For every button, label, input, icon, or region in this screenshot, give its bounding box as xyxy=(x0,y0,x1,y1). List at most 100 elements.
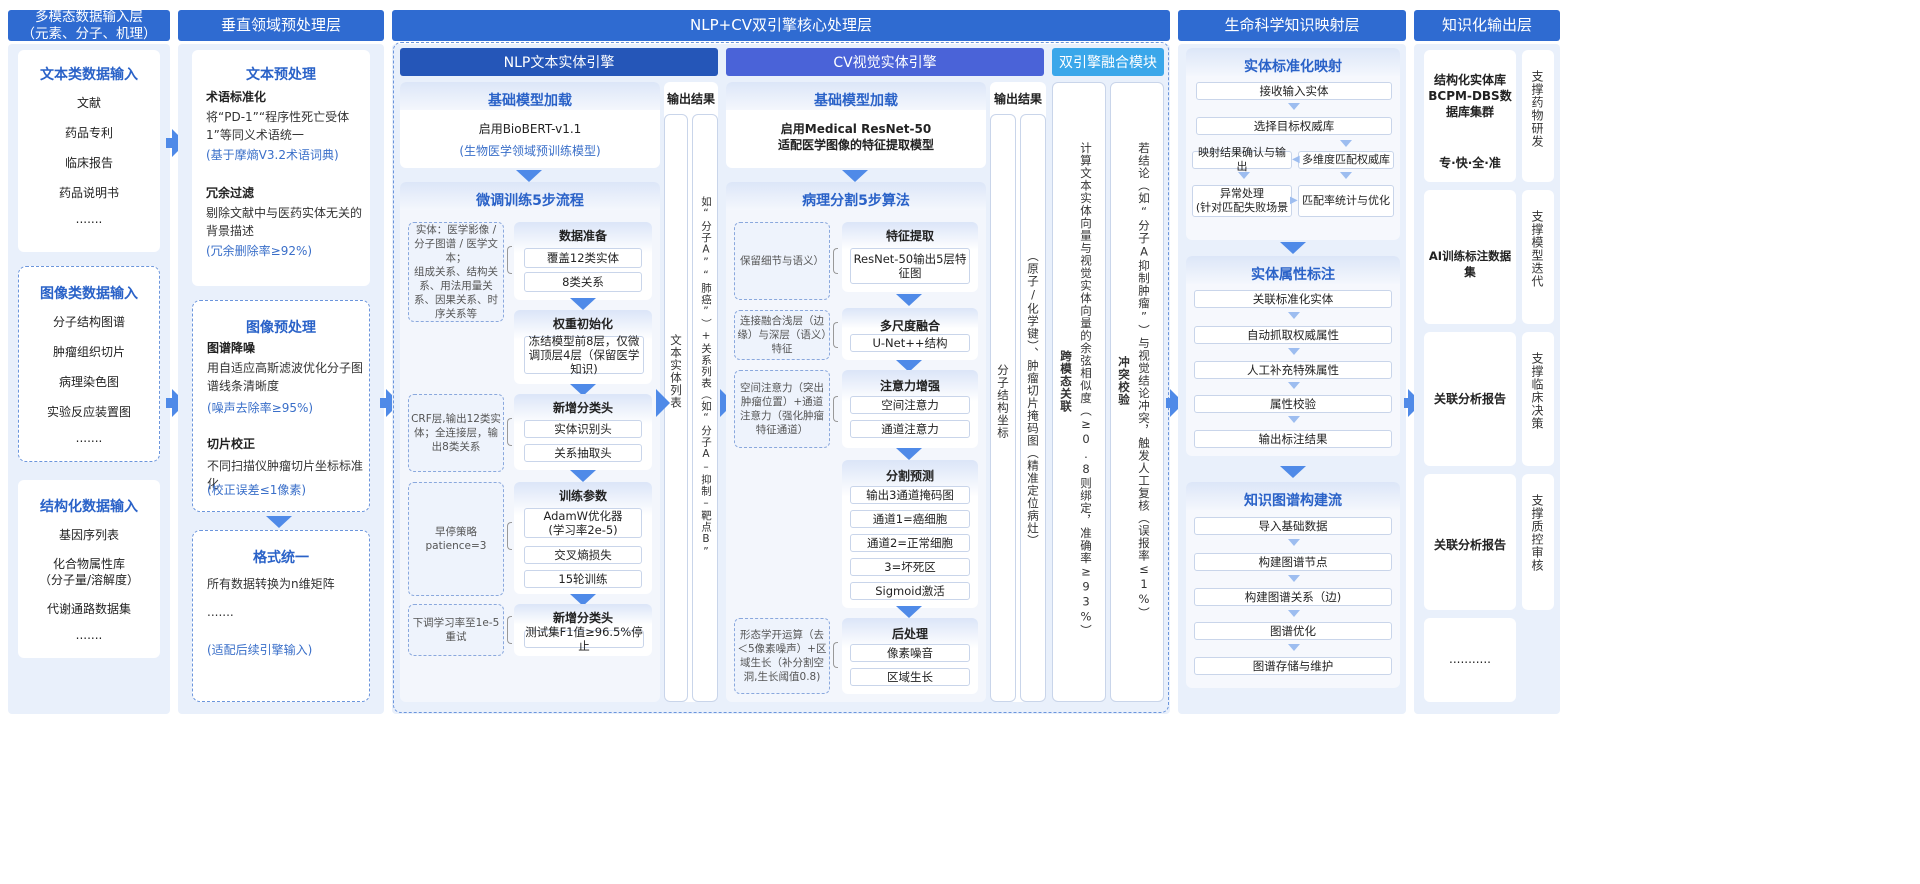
nlp-engine-header: NLP文本实体引擎 xyxy=(400,48,718,76)
step-title: 术语标准化 xyxy=(206,90,267,104)
kg-build-title: 知识图谱构建流 xyxy=(1244,493,1342,509)
step-desc: 用自适应高斯滤波优化分子图谱线条清晰度 xyxy=(207,361,364,393)
output-support-card xyxy=(1522,50,1554,182)
step-title: 后处理 xyxy=(891,627,928,641)
arrow-left-icon: ◀ xyxy=(1292,154,1300,165)
text-input-title: 文本类数据输入 xyxy=(40,67,138,83)
flow-node: 构建图谱节点 xyxy=(1194,553,1392,571)
step-title: 新增分类头 xyxy=(552,401,613,415)
arrow-down-icon xyxy=(1340,140,1352,147)
cv-base-model-desc: 适配医学图像的特征提取模型 xyxy=(777,138,934,152)
step-title: 分割预测 xyxy=(885,469,934,483)
output-support-card xyxy=(1522,474,1554,610)
flow-node: 输出标注结果 xyxy=(1194,430,1392,448)
nlp-annotation: 下调学习率至1e-5重试 xyxy=(408,604,504,656)
step-item: 交叉熵损失 xyxy=(524,546,642,564)
step-item: 实体识别头 xyxy=(524,420,642,438)
cv-annotation: 空间注意力（突出肿瘤位置）+通道注意力（强化肿瘤特征通道） xyxy=(734,370,830,448)
nlp-finetune-title: 微调训练5步流程 xyxy=(476,193,584,209)
arrow-down-icon xyxy=(1238,172,1250,179)
input-item: 临床报告 xyxy=(64,156,113,170)
nlp-annotation: CRF层,输出12类实体；全连接层，输出8类关系 xyxy=(408,394,504,472)
step-desc: ....... xyxy=(207,605,234,619)
step-note: (适配后续引擎输入) xyxy=(207,643,313,657)
input-item: 化合物属性库 （分子量/溶解度） xyxy=(38,557,140,587)
arrow-down-icon xyxy=(1288,610,1300,617)
input-item: 分子结构图谱 xyxy=(52,315,125,329)
image-preprocess-title: 图像预处理 xyxy=(246,320,316,336)
step-item: 通道2=正常细胞 xyxy=(850,534,970,552)
nlp-base-model-desc: (生物医学领域预训练模型) xyxy=(459,144,601,158)
image-input-card: 图像类数据输入 分子结构图谱 肿瘤组织切片 病理染色图 实验反应装置图 ....… xyxy=(18,266,160,462)
input-item: 药品说明书 xyxy=(58,186,119,200)
arrow-down-icon xyxy=(1288,103,1300,110)
arrow-down-icon xyxy=(570,470,596,482)
fusion-conflict-card xyxy=(1110,82,1164,702)
step-title: 注意力增强 xyxy=(879,379,940,393)
step-title: 多尺度融合 xyxy=(879,319,940,333)
arrow-right-icon xyxy=(1166,398,1172,408)
text-preprocess-title: 文本预处理 xyxy=(246,67,316,83)
arrow-down-icon xyxy=(570,298,596,310)
step-item: AdamW优化器 (学习率2e-5) xyxy=(524,508,642,538)
format-unify-title: 格式统一 xyxy=(253,550,309,566)
struct-input-card: 结构化数据输入 基因序列表 化合物属性库 （分子量/溶解度） 代谢通路数据集 .… xyxy=(18,480,160,658)
cv-output-box xyxy=(1020,114,1046,702)
nlp-base-model-card: 基础模型加载 启用BioBERT-v1.1 (生物医学领域预训练模型) xyxy=(400,82,660,168)
step-title: 图谱降噪 xyxy=(207,341,256,355)
core-layer-border xyxy=(393,42,1169,713)
step-title: 数据准备 xyxy=(558,229,607,243)
arrow-right-icon xyxy=(166,398,172,408)
flow-node: 导入基础数据 xyxy=(1194,517,1392,535)
step-item: 8类关系 xyxy=(524,272,642,292)
arrow-down-icon xyxy=(570,384,596,396)
flow-node: 自动抓取权威属性 xyxy=(1194,326,1392,344)
input-item: ....... xyxy=(75,212,103,226)
step-title: 切片校正 xyxy=(207,437,256,451)
step-item: 15轮训练 xyxy=(524,570,642,588)
cv-annotation: 连接融合浅层（边缘）与深层（语义）特征 xyxy=(734,310,830,360)
fusion-module-header: 双引擎融合模块 xyxy=(1052,48,1164,76)
output-title: 关联分析报告 xyxy=(1433,392,1506,406)
input-item: 代谢通路数据集 xyxy=(46,602,131,616)
fusion-cross-modal-card xyxy=(1052,82,1106,702)
arrow-down-icon xyxy=(1288,382,1300,389)
fusion-conflict-desc: 若结论（如“分子A抑制肿瘤”）与视觉结论冲突，触发人工复核（误报率≤1%） xyxy=(1137,142,1151,620)
flow-node: 关联标准化实体 xyxy=(1194,290,1392,308)
arrow-right-icon xyxy=(656,389,670,417)
arrow-right-icon xyxy=(380,398,386,408)
output-title: 结构化实体库 BCPM-DBS数据库集群 xyxy=(1428,73,1512,119)
arrow-down-icon xyxy=(1280,242,1306,254)
output-card: 结构化实体库 BCPM-DBS数据库集群 专·快·全·准 xyxy=(1424,50,1516,182)
cv-base-model-name: 启用Medical ResNet-50 xyxy=(780,122,932,136)
cv-base-model-card: 基础模型加载 启用Medical ResNet-50 适配医学图像的特征提取模型 xyxy=(726,82,986,168)
image-input-title: 图像类数据输入 xyxy=(40,286,138,302)
step-item: 像素噪音 xyxy=(850,644,970,662)
input-item: 肿瘤组织切片 xyxy=(52,345,125,359)
step-item: 通道1=癌细胞 xyxy=(850,510,970,528)
input-item: 病理染色图 xyxy=(58,375,119,389)
format-unify-card: 格式统一 所有数据转换为n维矩阵 ....... (适配后续引擎输入) xyxy=(192,530,370,702)
flow-node: 属性校验 xyxy=(1194,395,1392,413)
output-support-card xyxy=(1522,190,1554,324)
flow-node: 构建图谱关系（边) xyxy=(1194,588,1392,606)
header-core-layer: NLP+CV双引擎核心处理层 xyxy=(392,10,1170,41)
arrow-down-icon xyxy=(896,360,922,372)
nlp-base-model-name: 启用BioBERT-v1.1 xyxy=(478,122,582,136)
step-item: 3=坏死区 xyxy=(850,558,970,576)
flow-node: 图谱存储与维护 xyxy=(1194,657,1392,675)
arrow-down-icon xyxy=(1288,575,1300,582)
step-item: 通道注意力 xyxy=(850,420,970,438)
arrow-down-icon xyxy=(842,170,868,182)
cv-output-title: 输出结果 xyxy=(993,92,1042,106)
step-item: 冻结模型前8层，仅微调顶层4层（保留医学知识) xyxy=(524,334,644,376)
step-item: 关系抽取头 xyxy=(524,444,642,462)
nlp-output-relations: 如“分子A”“肺癌”）+关系列表（如“分子A–抑制–靶点B” xyxy=(700,196,712,559)
nlp-annotation: 实体：医学影像 / 分子图谱 / 医学文本； 组成关系、结构关系、用法用量关系、… xyxy=(408,222,504,322)
input-item: 基因序列表 xyxy=(58,528,119,542)
arrow-down-icon xyxy=(1340,172,1352,179)
fusion-cross-modal-desc: 计算文本实体向量与视觉实体向量的余弦相似度（≥0.8则绑定，准确率≥93%） xyxy=(1079,142,1093,637)
header-output-layer: 知识化输出层 xyxy=(1414,10,1560,41)
step-item: 测试集F1值≥96.5%停止 xyxy=(524,625,644,653)
header-input-layer: 多模态数据输入层 （元素、分子、机理） xyxy=(8,9,170,42)
